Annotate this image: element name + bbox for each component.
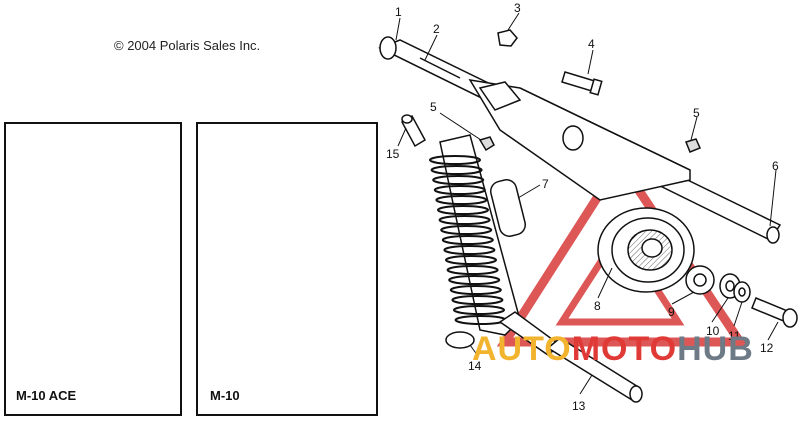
svg-text:7: 7 (542, 177, 549, 191)
watermark-moto: MOTO (571, 330, 678, 368)
callout-13: 13 (572, 374, 593, 413)
spring-coil (432, 175, 485, 185)
svg-text:5: 5 (430, 100, 437, 114)
spring-coil (445, 255, 497, 265)
svg-text:4: 4 (588, 37, 595, 51)
spring-coil (435, 195, 488, 205)
shock-spring-assembly (439, 134, 521, 349)
svg-text:10: 10 (706, 324, 720, 338)
callout-9: 9 (668, 291, 695, 319)
callout-14: 14 (468, 344, 482, 373)
inset-label-m10: M-10 (210, 388, 240, 403)
nut-part-5b (684, 138, 702, 153)
spring-coil (440, 225, 493, 235)
spring-coil (437, 205, 489, 215)
svg-text:1: 1 (395, 5, 402, 19)
callout-2: 2 (424, 22, 440, 61)
callout-6: 6 (769, 159, 779, 227)
spring-coil (448, 275, 501, 285)
inset-box-m10-ace (4, 122, 182, 416)
spring-coils (429, 155, 507, 325)
inset-label-m10-ace: M-10 ACE (16, 388, 77, 403)
bushing-part-15 (400, 114, 427, 148)
svg-text:11: 11 (728, 329, 741, 343)
watermark-hub: HUB (677, 330, 754, 368)
svg-text:3: 3 (514, 1, 521, 15)
svg-text:14: 14 (468, 359, 482, 373)
watermark-text: AUTOMOTOHUB (472, 330, 754, 369)
svg-text:12: 12 (760, 341, 774, 355)
washer-part-11 (733, 281, 751, 303)
inset-box-m10 (196, 122, 378, 416)
callout-8: 8 (594, 267, 613, 313)
callout-12: 12 (760, 321, 779, 355)
rod-part-13 (546, 337, 643, 403)
reservoir-part-7 (489, 179, 527, 237)
spring-coil (446, 265, 499, 275)
svg-text:13: 13 (572, 399, 586, 413)
spring-coil (453, 305, 505, 315)
svg-text:6: 6 (772, 159, 779, 173)
shaft-assembly (378, 36, 782, 244)
spring-coil (443, 245, 496, 255)
callout-1: 1 (395, 5, 402, 41)
spring-coil (430, 165, 483, 175)
spring-coil (451, 295, 504, 305)
callout-11: 11 (728, 301, 743, 343)
main-callouts: 1 2 3 4 5 5 6 7 8 9 10 11 12 13 14 15 (386, 1, 779, 413)
bolt-part-12 (751, 297, 798, 328)
callout-7: 7 (517, 177, 549, 199)
callout-15: 15 (386, 127, 407, 161)
idler-wheel-part-8 (597, 207, 695, 293)
spring-coil (441, 235, 494, 245)
nut-part-5a (478, 136, 495, 152)
callout-5b: 5 (690, 106, 700, 141)
spring-coil (429, 155, 481, 165)
nut-part-3 (497, 29, 518, 47)
callout-3: 3 (507, 1, 521, 31)
svg-text:8: 8 (594, 299, 601, 313)
spring-coil (433, 185, 486, 195)
watermark-auto: AUTO (472, 330, 572, 368)
copyright-text: © 2004 Polaris Sales Inc. (114, 38, 261, 53)
callout-4: 4 (587, 37, 595, 75)
svg-text:15: 15 (386, 147, 400, 161)
spring-coil (449, 285, 502, 295)
spring-coil (438, 215, 491, 225)
svg-text:9: 9 (668, 305, 675, 319)
svg-text:2: 2 (433, 22, 440, 36)
callout-5a: 5 (430, 100, 482, 141)
spacer-part-9 (685, 265, 715, 295)
callout-10: 10 (706, 297, 729, 338)
svg-text:5: 5 (693, 106, 700, 120)
bolt-part-4 (561, 71, 603, 96)
